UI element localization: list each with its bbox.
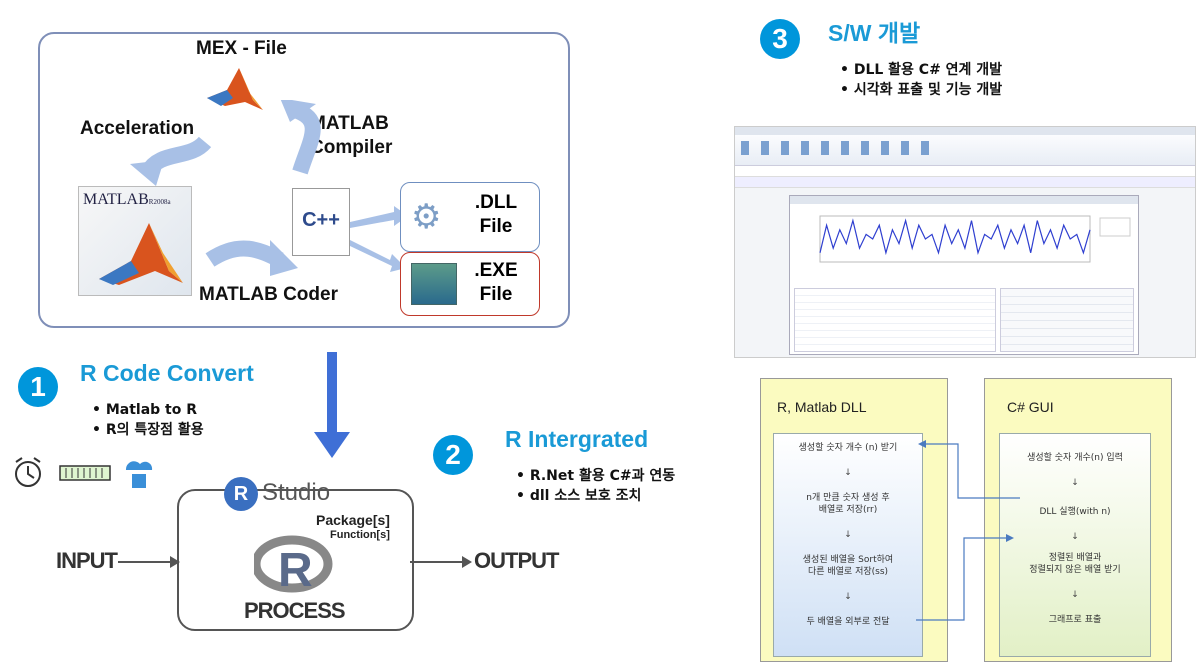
icons-row <box>15 457 153 488</box>
mex-file-label: MEX - File <box>196 38 287 59</box>
compiler-line1: MATLAB <box>310 113 389 134</box>
dialog-titlebar <box>790 196 1138 204</box>
exe-window-icon <box>411 263 457 305</box>
step2-title: R Intergrated <box>505 426 649 452</box>
r-logo-icon: R <box>254 535 333 596</box>
data-table <box>794 288 996 352</box>
step2-number: 2 <box>433 435 473 475</box>
flow-down-arrow: ↓ <box>1071 478 1079 488</box>
cpp-output-arrows <box>350 206 408 272</box>
right-steps-box: 생성할 숫자 개수(n) 입력 ↓ DLL 실행(with n) ↓ 정렬된 배… <box>999 433 1151 657</box>
process-label: PROCESS <box>244 598 346 623</box>
dll-line2: File <box>479 216 513 237</box>
matlab-product-box: MATLABR2008a <box>78 186 192 296</box>
step1-number: 1 <box>18 367 58 407</box>
app-toolbar <box>735 166 1195 177</box>
left-step: 두 배열을 외부로 전달 <box>806 617 890 627</box>
cpp-document: C++ <box>292 188 350 256</box>
function-label: Function[s] <box>330 529 390 541</box>
left-note: R, Matlab DLL 생성할 숫자 개수 (n) 받기 ↓ n개 만큼 숫… <box>760 378 948 662</box>
right-note: C# GUI 생성할 숫자 개수(n) 입력 ↓ DLL 실행(with n) … <box>984 378 1172 662</box>
app-grid-header <box>735 177 1195 188</box>
step2-bullet: • dll 소스 보호 조치 <box>516 488 642 504</box>
right-note-title: C# GUI <box>1007 399 1054 415</box>
step3-bullet: • 시각화 표출 및 기능 개발 <box>840 82 1003 98</box>
r-logo-letter: R <box>278 544 313 596</box>
left-step: n개 만큼 숫자 생성 후 배열로 저장(rr) <box>806 493 890 515</box>
step2-bullets: • R.Net 활용 C#과 연동 • dll 소스 보호 조치 <box>516 466 675 506</box>
left-steps-box: 생성할 숫자 개수 (n) 받기 ↓ n개 만큼 숫자 생성 후 배열로 저장(… <box>773 433 923 657</box>
compiler-line2: Compiler <box>310 137 393 158</box>
step1-bullet: • R의 특장점 활용 <box>92 422 204 438</box>
memory-chip-icon <box>59 465 111 481</box>
chart-dialog <box>789 195 1139 355</box>
input-arrow <box>118 556 180 568</box>
stats-panel <box>1000 288 1134 352</box>
left-step: 생성할 숫자 개수 (n) 받기 <box>798 443 898 453</box>
matlab-logo-icon <box>207 68 263 110</box>
acceleration-label: Acceleration <box>80 118 195 139</box>
alarm-clock-icon <box>15 457 41 487</box>
step3-bullets: • DLL 활용 C# 연계 개발 • 시각화 표출 및 기능 개발 <box>840 60 1002 100</box>
gear-icon: ⚙ <box>411 197 442 237</box>
step2-bullet: • R.Net 활용 C#과 연동 <box>516 468 676 484</box>
app-screenshot <box>734 126 1196 358</box>
matlab-peak-icon <box>99 223 183 285</box>
step1-title: R Code Convert <box>80 360 254 386</box>
dll-label: .DLL File <box>461 191 531 239</box>
right-step: 생성할 숫자 개수(n) 입력 <box>1027 453 1123 463</box>
down-arrow <box>314 352 350 458</box>
dll-line1: .DLL <box>474 192 518 213</box>
matlab-coder-label: MATLAB Coder <box>199 284 338 305</box>
package-label: Package[s] <box>316 512 390 528</box>
flow-connectors <box>916 440 1020 621</box>
flow-down-arrow: ↓ <box>1071 532 1079 542</box>
right-step: 그래프로 표출 <box>1048 615 1102 625</box>
process-box <box>177 489 414 631</box>
step1-bullet: • Matlab to R <box>92 402 197 418</box>
app-ribbon <box>735 135 1195 166</box>
output-label: OUTPUT <box>474 548 559 573</box>
exe-line2: File <box>479 284 513 305</box>
exe-line1: .EXE <box>474 260 518 281</box>
flow-down-arrow: ↓ <box>1071 590 1079 600</box>
line-chart <box>819 215 1131 263</box>
exe-file-box: .EXE File <box>400 252 540 316</box>
output-arrow <box>410 556 472 568</box>
step3-number: 3 <box>760 19 800 59</box>
matlab-box-title: MATLABR2008a <box>79 187 191 209</box>
left-step: 생성된 배열을 Sort하여 다른 배열로 저장(ss) <box>802 555 894 577</box>
left-note-title: R, Matlab DLL <box>777 399 867 415</box>
input-label: INPUT <box>56 548 118 573</box>
right-step: 정렬된 배열과 정렬되지 않은 배열 받기 <box>1029 553 1121 575</box>
right-step: DLL 실행(with n) <box>1039 507 1111 517</box>
matlab-conversion-frame <box>38 32 570 328</box>
chart-legend <box>1099 217 1131 237</box>
step3-bullet: • DLL 활용 C# 연계 개발 <box>840 62 1003 78</box>
exe-label: .EXE File <box>461 259 531 307</box>
step1-bullets: • Matlab to R • R의 특장점 활용 <box>92 400 204 440</box>
cloud-database-icon <box>125 461 153 488</box>
flow-down-arrow: ↓ <box>844 468 852 478</box>
dll-file-box: ⚙ .DLL File <box>400 182 540 252</box>
flow-down-arrow: ↓ <box>844 592 852 602</box>
step3-title: S/W 개발 <box>828 20 921 46</box>
cpp-label: C++ <box>302 209 340 231</box>
rstudio-logo-icon: R <box>224 477 258 511</box>
ribbon-icons <box>741 141 941 155</box>
flow-down-arrow: ↓ <box>844 530 852 540</box>
app-titlebar <box>735 127 1195 135</box>
chart-series-line <box>819 218 1091 256</box>
rstudio-label: Studio <box>262 479 331 506</box>
matlab-compiler-label: MATLAB Compiler <box>310 112 392 160</box>
cycle-arrows <box>130 100 321 276</box>
chart-axis-frame <box>819 215 1091 263</box>
matlab-version: R2008a <box>148 198 171 206</box>
matlab-box-text: MATLAB <box>83 191 149 208</box>
